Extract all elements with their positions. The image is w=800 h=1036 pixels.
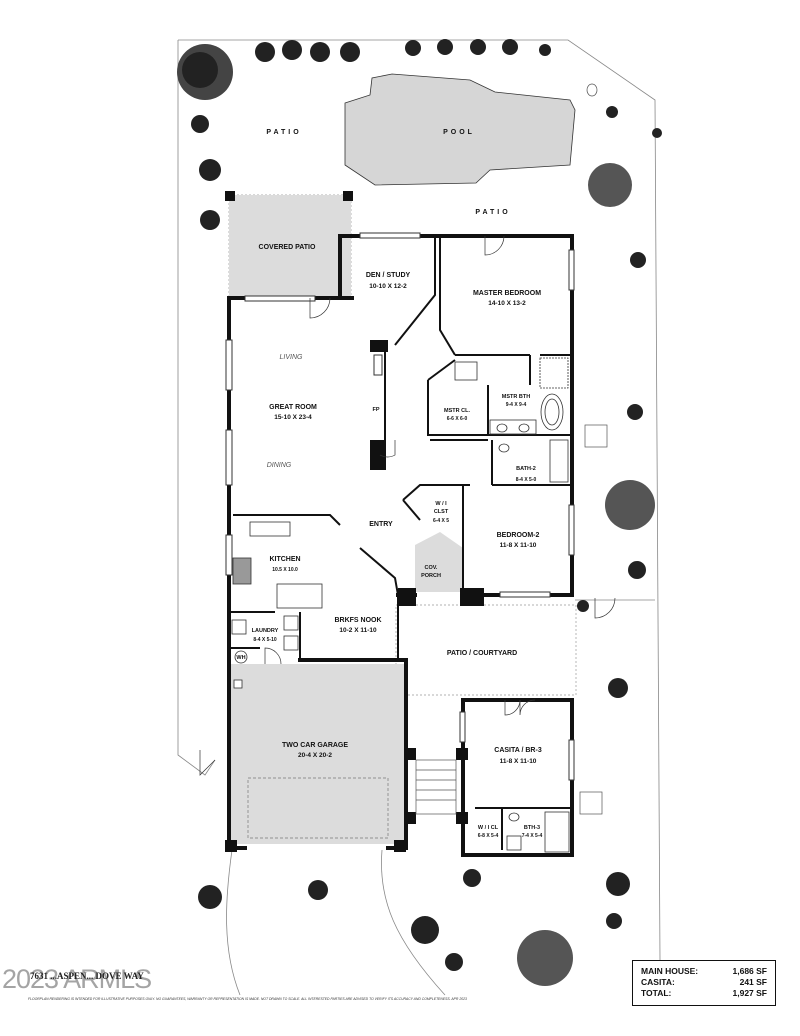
label-garage: TWO CAR GARAGE xyxy=(282,742,348,749)
landscape-plants xyxy=(177,39,662,986)
summary-row-main: MAIN HOUSE: 1,686 SF xyxy=(641,966,767,977)
label-casita: CASITA / BR-3 xyxy=(494,747,542,754)
label-master-bedroom: MASTER BEDROOM xyxy=(473,290,541,297)
label-cov-porch-2: PORCH xyxy=(421,573,441,579)
summary-label: CASITA: xyxy=(641,977,675,987)
label-mstr-closet: MSTR CL. xyxy=(444,408,470,414)
entry-steps xyxy=(415,759,457,815)
summary-label: MAIN HOUSE: xyxy=(641,966,699,976)
label-wi-closet: W / I xyxy=(435,501,447,507)
wall-piers xyxy=(225,191,484,852)
dims-bath2: 8-4 X 5-0 xyxy=(516,477,537,483)
summary-value: 1,927 SF xyxy=(732,988,768,998)
room-labels: PATIO POOL PATIO COVERED PATIO DEN / STU… xyxy=(236,129,542,839)
label-great-room: GREAT ROOM xyxy=(269,404,317,411)
dims-brkfs-nook: 10-2 X 11-10 xyxy=(339,627,377,634)
label-wh: WH xyxy=(236,655,245,661)
property-lines xyxy=(177,39,661,996)
pool xyxy=(344,73,576,186)
label-cov-porch: COV. xyxy=(425,565,438,571)
interior-walls xyxy=(229,236,572,850)
dims-den: 10-10 X 12-2 xyxy=(369,283,407,290)
label-fp: FP xyxy=(372,407,379,413)
label-brkfs-nook: BRKFS NOOK xyxy=(334,617,381,624)
label-entry: ENTRY xyxy=(369,521,393,528)
mls-watermark: 2023 ARMLS xyxy=(2,964,152,994)
dims-wi-closet: 6-4 X 5 xyxy=(433,518,449,524)
dims-casita-bath: 7-4 X 5-4 xyxy=(522,833,543,839)
label-pool: POOL xyxy=(443,129,475,136)
dims-garage: 20-4 X 20-2 xyxy=(298,752,332,759)
label-wi-closet-2: CLST xyxy=(434,509,449,515)
dims-great-room: 15-10 X 23-4 xyxy=(274,414,312,421)
label-dining: DINING xyxy=(267,462,292,469)
dims-bedroom2: 11-8 X 11-10 xyxy=(500,542,537,549)
label-laundry: LAUNDRY xyxy=(252,628,279,634)
dims-mstr-bath: 9-4 X 9-4 xyxy=(506,402,527,408)
door-swings xyxy=(199,235,616,776)
label-casita-bath: BTH-3 xyxy=(524,825,540,831)
dims-casita-wicl: 6-8 X 5-4 xyxy=(478,833,499,839)
cov-porch-area xyxy=(415,532,463,592)
dims-kitchen: 10.5 X 10.0 xyxy=(272,567,298,573)
covered-patio-area xyxy=(229,195,351,298)
windows xyxy=(225,232,575,781)
dims-mstr-closet: 6-6 X 6-0 xyxy=(447,416,468,422)
label-mstr-bath: MSTR BTH xyxy=(502,394,530,400)
summary-label: TOTAL: xyxy=(641,988,672,998)
dims-casita: 11-8 X 11-10 xyxy=(500,758,537,765)
summary-value: 1,686 SF xyxy=(732,966,768,976)
label-patio-east: PATIO xyxy=(475,209,510,216)
dims-master-bedroom: 14-10 X 13-2 xyxy=(488,300,526,307)
label-den: DEN / STUDY xyxy=(366,272,411,279)
summary-value: 241 SF xyxy=(739,977,767,987)
equipment-pads xyxy=(579,83,608,815)
label-patio-courtyard: PATIO / COURTYARD xyxy=(447,650,517,657)
label-bedroom2: BEDROOM-2 xyxy=(497,532,540,539)
fixtures xyxy=(231,357,570,853)
label-patio-nw: PATIO xyxy=(266,129,301,136)
label-bath2: BATH-2 xyxy=(516,466,536,472)
summary-row-total: TOTAL: 1,927 SF xyxy=(641,988,767,999)
label-covered-patio: COVERED PATIO xyxy=(259,244,316,251)
label-kitchen: KITCHEN xyxy=(269,556,300,563)
address-label: 7631 ...ASPEN... DOVE WAY xyxy=(30,971,144,981)
label-living: LIVING xyxy=(280,354,304,361)
garage-area xyxy=(229,664,406,844)
garage-door-outline xyxy=(247,777,389,839)
square-footage-summary: MAIN HOUSE: 1,686 SF CASITA: 241 SF TOTA… xyxy=(632,960,776,1006)
summary-row-casita: CASITA: 241 SF xyxy=(641,977,767,988)
disclaimer-text: FLOORPLAN RENDERING IS INTENDED FOR ILLU… xyxy=(28,997,467,1001)
dims-laundry: 8-4 X 5-10 xyxy=(253,637,277,643)
label-casita-wicl: W / I CL xyxy=(478,825,499,831)
